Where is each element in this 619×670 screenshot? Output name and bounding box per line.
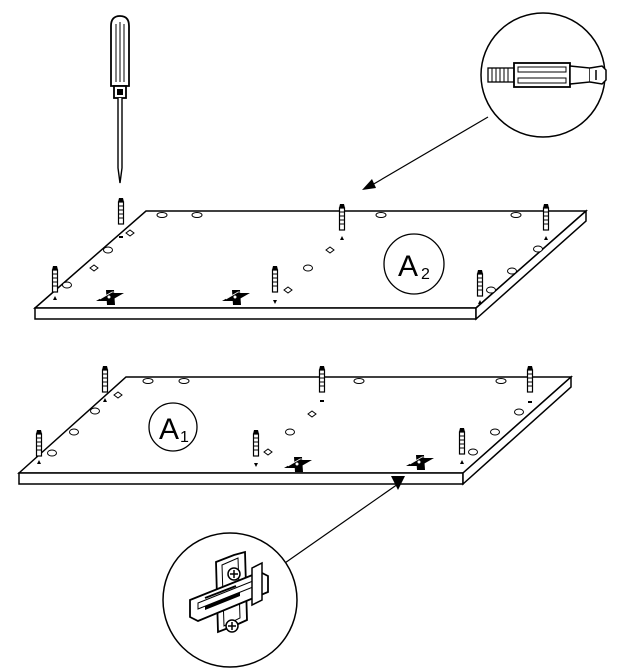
detail-arrow-bottom [391, 476, 405, 490]
panel-label-a1-subscript: 1 [180, 429, 189, 446]
panel-a1: A 1 [17, 365, 573, 486]
panel-label-a1-letter: A [159, 413, 179, 446]
detail-arrow-top [362, 179, 376, 190]
hinge-plate-detail [162, 532, 298, 668]
hinge-mounting-plate-icon [189, 550, 269, 634]
panel-label-a2-letter: A [398, 250, 418, 283]
panel-label-a2-subscript: 2 [421, 266, 430, 283]
panel-a2: A 2 [33, 197, 588, 321]
cam-dowel-icon [487, 62, 607, 88]
screwdriver-icon [110, 15, 130, 184]
cam-dowel-detail [480, 12, 607, 138]
